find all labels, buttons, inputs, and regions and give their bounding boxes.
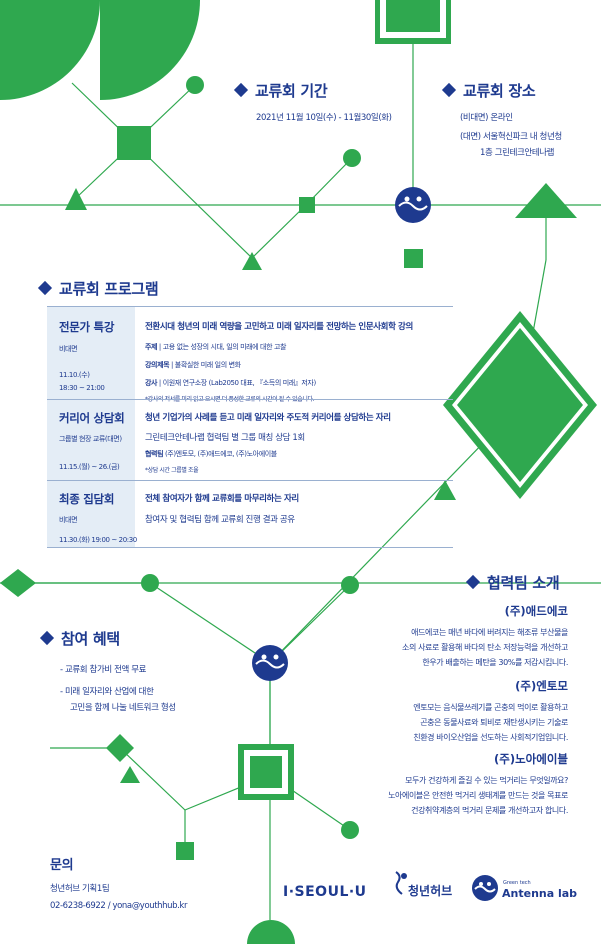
- partner-name: (주)노아에이블: [494, 752, 568, 766]
- program-row-right: 전체 참여자가 함께 교류회를 마무리하는 자리 참여자 및 협력팀 함께 교류…: [145, 492, 299, 525]
- program-headline: 전환시대 청년의 미래 역량을 고민하고 미래 일자리를 전망하는 인문사회학 …: [145, 322, 413, 332]
- benefits-heading: 참여 혜택: [39, 628, 176, 649]
- program-detail: 강의제목 | 불확실한 미래 일의 변화: [145, 361, 241, 369]
- partners-heading-block: 협력팀 소개: [465, 572, 560, 593]
- program-row-left: 커리어 상담회 그룹별 현장 교류(대면) 11.15.(월) ~ 26.(금): [47, 400, 135, 480]
- partner-desc: 건강취약계층의 먹거리 문제를 개선하고자 합니다.: [411, 806, 568, 815]
- partner-desc: 친환경 바이오산업을 선도하는 사회적기업입니다.: [413, 733, 568, 742]
- program-date: 11.10.(수): [59, 371, 90, 379]
- place-heading: 교류회 장소: [441, 80, 562, 101]
- program-line: 그린테크안테나랩 협력팀 별 그룹 매칭 상담 1회: [145, 433, 305, 443]
- partner-desc: 노아에이블은 안전한 먹거리 생태계를 만드는 것을 목표로: [388, 791, 568, 800]
- program-detail: 주제 | 고용 없는 성장의 시대, 일의 미래에 대한 고찰: [145, 343, 287, 351]
- program-line: 참여자 및 협력팀 함께 교류회 진행 결과 공유: [145, 515, 295, 525]
- period-section: 교류회 기간 2021년 11월 10일(수) - 11월30일(화): [233, 80, 392, 123]
- program-heading: 교류회 프로그램: [37, 278, 159, 299]
- antenna-small-text: Green tech: [503, 880, 531, 886]
- antenna-lab-logo: Green tech Antenna lab: [471, 874, 577, 906]
- partner-item: (주)엔토모 엔토모는 음식물쓰레기를 곤충의 먹이로 활용하고 곤충은 동물사…: [413, 678, 568, 745]
- antenna-mascot-icon: [472, 875, 498, 901]
- contact-info: 02-6238-6922 / yona@youthhub.kr: [50, 901, 188, 911]
- program-headline: 청년 기업가의 사례를 듣고 미래 일자리와 주도적 커리어를 상담하는 자리: [145, 413, 391, 423]
- program-detail: 강사 | 이원재 연구소장 (Lab2050 대표, 『소득의 미래』저자): [145, 379, 316, 387]
- program-title: 커리어 상담회: [59, 411, 125, 425]
- divider: [47, 306, 453, 307]
- diamond-bullet-icon: [233, 82, 249, 98]
- divider: [47, 399, 453, 400]
- contact-heading: 문의: [50, 858, 74, 873]
- period-heading: 교류회 기간: [233, 80, 392, 101]
- partner-name: (주)애드에코: [504, 604, 568, 618]
- partner-desc: 소의 사료로 활용해 바다의 탄소 저장능력을 개선하고: [402, 643, 568, 652]
- diamond-bullet-icon: [465, 574, 481, 590]
- partner-desc: 엔토모는 음식물쓰레기를 곤충의 먹이로 활용하고: [413, 703, 568, 712]
- partner-item: (주)애드에코 애드에코는 매년 바다에 버려지는 해조류 부산물을 소의 사료…: [402, 603, 568, 670]
- program-date: 11.15.(월) ~ 26.(금): [59, 463, 120, 471]
- diamond-bullet-icon: [441, 82, 457, 98]
- youthhub-logo: 청년허브: [392, 870, 456, 906]
- program-row-right: 전환시대 청년의 미래 역량을 고민하고 미래 일자리를 전망하는 인문사회학 …: [145, 320, 413, 403]
- place-line: 1층 그린테크안테나랩: [480, 148, 555, 158]
- place-line: (비대면) 온라인: [460, 113, 513, 123]
- contact-section: 문의 청년허브 기획1팀 02-6238-6922 / yona@youthhu…: [50, 854, 187, 911]
- program-mode: 그룹별 현장 교류(대면): [59, 435, 122, 443]
- diamond-bullet-icon: [39, 630, 55, 646]
- partner-item: (주)노아에이블 모두가 건강하게 즐길 수 있는 먹거리는 무엇일까요? 노아…: [388, 751, 568, 818]
- program-title: 전문가 특강: [59, 320, 115, 334]
- program-note: *상담 시간 그룹별 조율: [145, 467, 199, 474]
- program-mode: 비대면: [59, 516, 78, 524]
- program-row-left: 최종 집담회 비대면 11.30.(화) 19:00 ~ 20:30: [47, 481, 137, 547]
- divider: [47, 547, 453, 548]
- youthhub-mark-icon: [395, 871, 407, 895]
- program-row-right: 청년 기업가의 사례를 듣고 미래 일자리와 주도적 커리어를 상담하는 자리 …: [145, 411, 391, 474]
- program-line: 협력팀 (주)엔토모, (주)애드에코, (주)노아에이블: [145, 450, 277, 458]
- benefit-item: 고민을 함께 나눌 네트워크 형성: [70, 703, 176, 713]
- program-mode: 비대면: [59, 345, 78, 353]
- program-section: 교류회 프로그램: [37, 278, 159, 299]
- divider: [47, 480, 453, 481]
- place-section: 교류회 장소 (비대면) 온라인 (대면) 서울혁신파크 내 청년청 1층 그린…: [441, 80, 562, 158]
- period-dates: 2021년 11월 10일(수) - 11월30일(화): [256, 113, 392, 123]
- benefit-item: - 교류회 참가비 전액 무료: [60, 665, 147, 675]
- contact-org: 청년허브 기획1팀: [50, 884, 110, 894]
- program-row-left: 전문가 특강 비대면 11.10.(수) 18:30 ~ 21:00: [47, 307, 135, 399]
- antenna-text: Antenna lab: [502, 887, 578, 900]
- partner-desc: 애드에코는 매년 바다에 버려지는 해조류 부산물을: [411, 628, 568, 637]
- program-title: 최종 집담회: [59, 492, 115, 506]
- partner-name: (주)엔토모: [515, 679, 568, 693]
- partner-desc: 모두가 건강하게 즐길 수 있는 먹거리는 무엇일까요?: [405, 776, 568, 785]
- program-date: 11.30.(화) 19:00 ~ 20:30: [59, 536, 137, 544]
- seoul-logo: I·SEOUL·U: [283, 884, 367, 900]
- benefits-section: 참여 혜택 - 교류회 참가비 전액 무료 - 미래 일자리와 산업에 대한 고…: [39, 628, 176, 713]
- youthhub-text: 청년허브: [408, 884, 453, 898]
- benefit-item: - 미래 일자리와 산업에 대한: [60, 687, 154, 697]
- partners-heading: 협력팀 소개: [465, 572, 560, 593]
- program-time: 18:30 ~ 21:00: [59, 384, 105, 392]
- diamond-bullet-icon: [37, 280, 53, 296]
- place-line: (대면) 서울혁신파크 내 청년청: [460, 132, 562, 142]
- program-headline: 전체 참여자가 함께 교류회를 마무리하는 자리: [145, 494, 299, 504]
- partner-desc: 곤충은 동물사료와 퇴비로 재탄생시키는 기술로: [420, 718, 568, 727]
- partner-desc: 한우가 배출하는 메탄을 30%를 저감시킵니다.: [422, 658, 568, 667]
